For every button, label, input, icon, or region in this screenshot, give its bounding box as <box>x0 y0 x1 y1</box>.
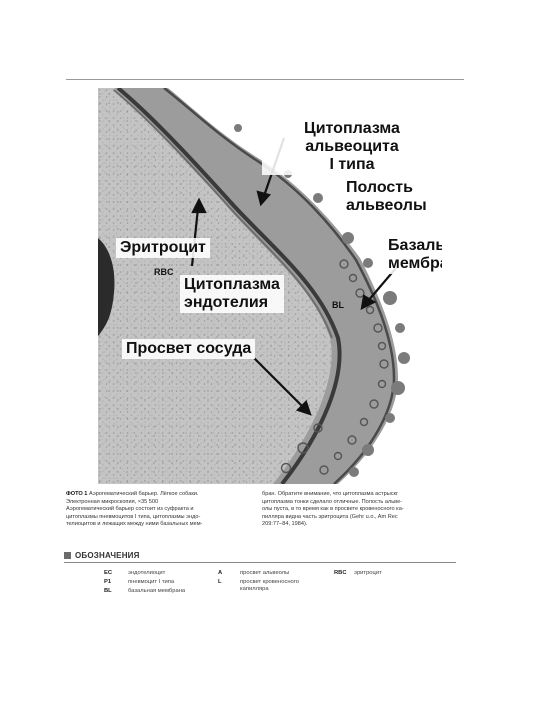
legend-heading-text: ОБОЗНАЧЕНИЯ <box>75 551 140 560</box>
legend-code: BL <box>104 588 112 594</box>
caption-photo-number: ФОТО 1 <box>66 491 88 497</box>
label-basal-membrane-line1: Базальная <box>388 237 442 254</box>
legend-code: EC <box>104 570 113 576</box>
label-vessel-lumen: Просвет сосуда <box>122 339 256 359</box>
caption-line: 209:77–84, 1984). <box>262 521 308 528</box>
legend-text: эритроцит <box>354 570 382 576</box>
caption-line: телиоцитов и лежащих между ними базальны… <box>66 521 203 528</box>
caption-line: цитоплазмы пневмоцитов I типа, цитоплазм… <box>66 513 201 520</box>
label-basal-membrane: Базальная мембрана <box>384 236 442 274</box>
alveocyte-edge <box>163 88 396 484</box>
tag-rbc: RBC <box>154 267 174 277</box>
caption-line: Аэрогематический барьер состоит из суфра… <box>66 506 194 513</box>
caption-line: пилляра видна часть эритроцита (Gehr u.o… <box>262 513 398 520</box>
tag-bl: BL <box>332 300 344 310</box>
legend-code: L <box>218 579 222 585</box>
legend-heading: ОБОЗНАЧЕНИЯ <box>64 551 140 560</box>
label-endothelium-cytoplasm-line2: эндотелия <box>184 294 269 311</box>
legend-code: A <box>218 570 223 576</box>
label-endothelium-cytoplasm-line1: Цитоплазма <box>184 276 280 293</box>
label-basal-membrane-line2: мембрана <box>388 255 442 272</box>
label-alveolar-cavity: Полость альвеолы <box>342 178 442 216</box>
legend-code: RBC <box>334 570 347 576</box>
legend-text: пневмоцит I типа <box>128 579 175 585</box>
erythrocyte-shape <box>98 238 115 336</box>
cell-vesicles <box>280 259 389 475</box>
caption-line: олы пуста, в то время как в просвете кро… <box>262 506 404 513</box>
alveocyte-layer <box>114 88 398 484</box>
caption-line: цитоплазма тонки сделало отличные. Полос… <box>262 498 403 505</box>
label-alveocyte-cytoplasm-line1: Цитоплазма альвеоцита <box>304 120 400 155</box>
caption-line: бран. Обратите внимание, что цитоплазма … <box>262 491 399 497</box>
legend-text: просвет альвеолы <box>240 570 290 576</box>
label-alveocyte-cytoplasm: Цитоплазма альвеоцита I типа <box>262 119 442 175</box>
legend-text: эндотелиоцит <box>128 570 166 576</box>
caption-line: Электронная микроскопия, ×35 500 <box>66 498 159 505</box>
legend-rule <box>64 562 456 563</box>
caption-right: бран. Обратите внимание, что цитоплазма … <box>262 491 458 529</box>
legend-text: просвет кровеносного капилляра <box>240 579 299 592</box>
label-alveocyte-cytoplasm-line2: I типа <box>329 156 375 173</box>
basal-membrane-line <box>116 88 342 484</box>
label-endothelium-cytoplasm: Цитоплазма эндотелия <box>180 275 284 313</box>
legend-text: базальная мембрана <box>128 588 186 594</box>
legend-square-icon <box>64 552 71 559</box>
micrograph-figure: Цитоплазма альвеоцита I типа Полость аль… <box>98 88 442 484</box>
caption-left: ФОТО 1 Аэрогематический барьер. Лёгкое с… <box>66 491 260 529</box>
legend-code: P1 <box>104 579 112 585</box>
caption-line-text: Аэрогематический барьер. Лёгкое собаки. <box>88 491 199 497</box>
caption-line: ФОТО 1 Аэрогематический барьер. Лёгкое с… <box>66 491 260 499</box>
label-erythrocyte: Эритроцит <box>116 238 210 258</box>
endothelium-line <box>113 89 333 339</box>
top-rule <box>66 79 464 80</box>
